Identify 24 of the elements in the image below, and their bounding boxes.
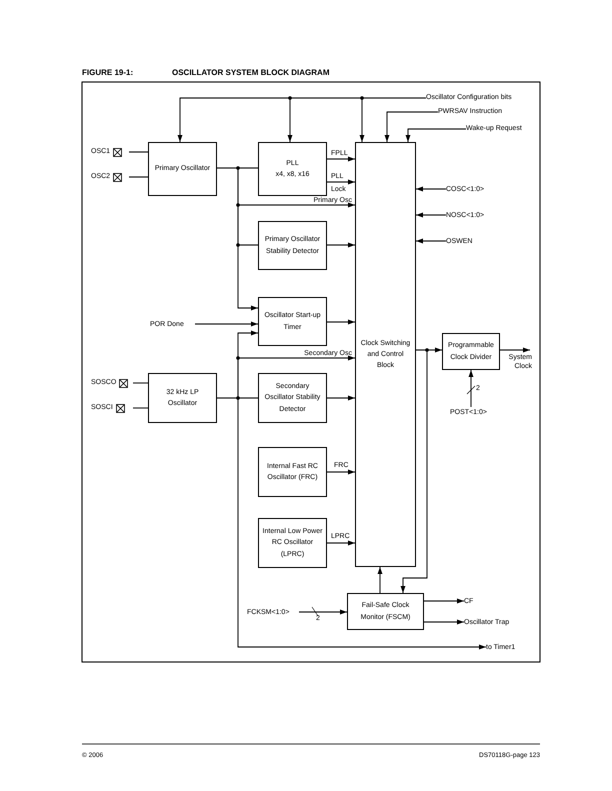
connector-arrow — [416, 186, 446, 192]
connector-arrow — [378, 566, 382, 594]
connector-arrow — [298, 610, 348, 614]
connector-arrow — [326, 156, 356, 162]
figure-title: OSCILLATOR SYSTEM BLOCK DIAGRAM — [172, 68, 330, 77]
figure-number: FIGURE 19-1: — [82, 68, 134, 77]
connector-arrow — [216, 168, 258, 310]
connector-arrow — [326, 180, 356, 184]
connector-arrow — [326, 320, 356, 324]
connector-arrow — [424, 598, 464, 604]
connector-arrow — [360, 98, 426, 142]
connector-arrow — [424, 620, 464, 624]
connector-arrow — [416, 212, 446, 218]
connector-arrow — [326, 470, 356, 474]
connector-arrow — [500, 348, 530, 352]
connector-arrow — [384, 112, 438, 142]
connector-arrow — [406, 128, 466, 142]
connector-arrow — [400, 350, 428, 594]
connector-arrow — [326, 242, 356, 248]
connector-arrow — [416, 238, 446, 244]
connector-arrow — [326, 396, 356, 400]
connector-arrow — [326, 540, 356, 546]
connector-arrow — [468, 370, 474, 408]
connector-arrow — [194, 322, 258, 326]
